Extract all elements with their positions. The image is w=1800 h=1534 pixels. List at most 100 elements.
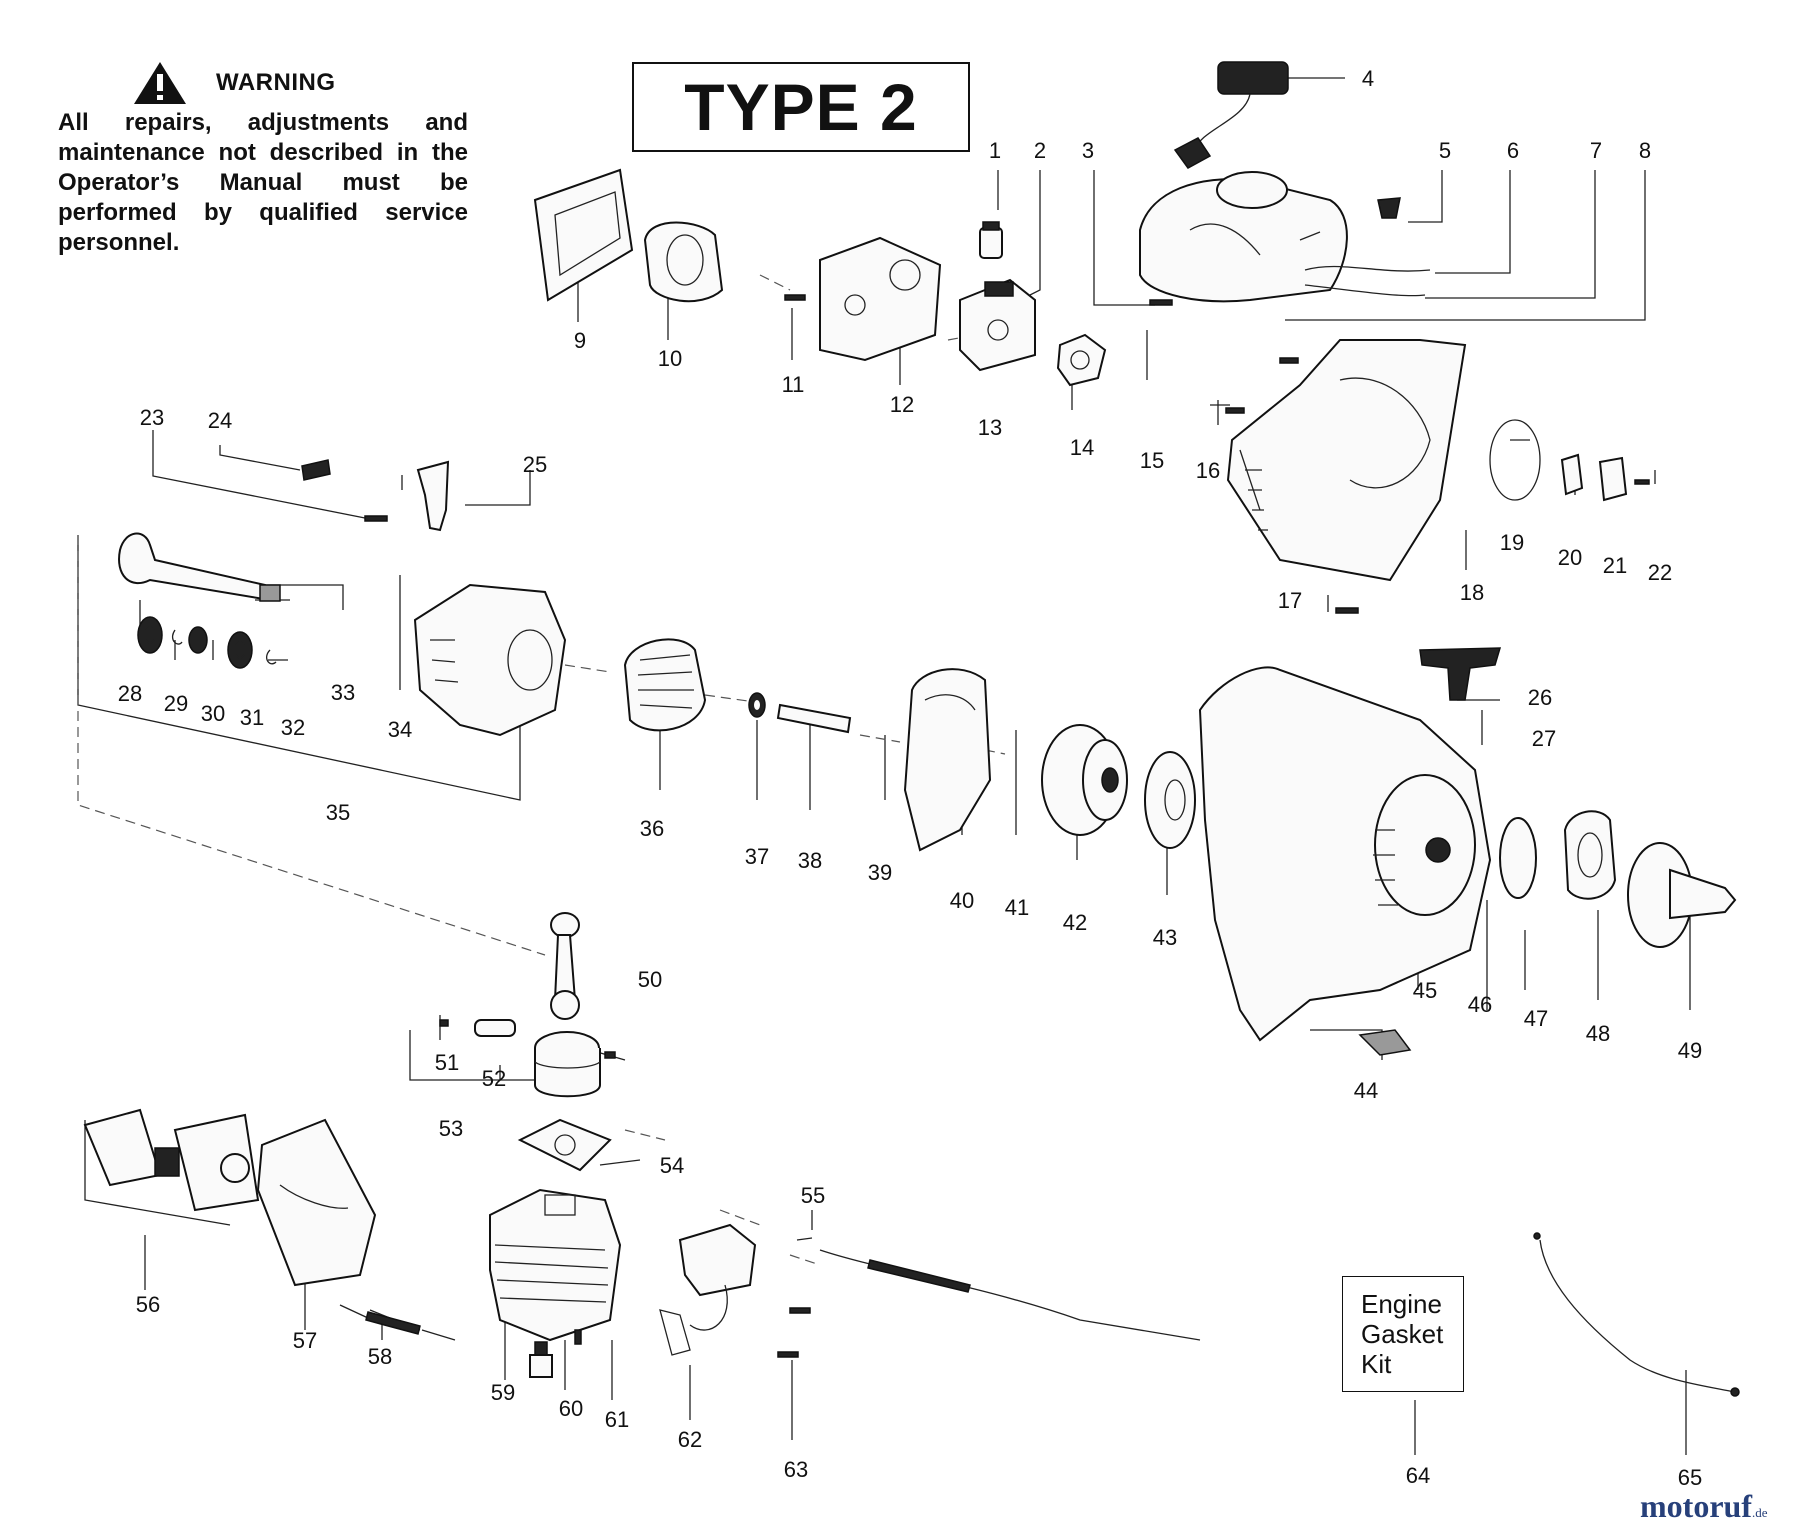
part-10-air-filter [643,221,724,303]
part-number-label: 24 [208,408,232,433]
part-44-cover-plate [1358,1029,1412,1056]
part-number-label: 38 [798,848,822,873]
part-43-spring-cover [1144,751,1196,849]
part-34-crankcase [413,583,567,737]
part-number-label: 16 [1196,458,1220,483]
part-number-label: 46 [1468,992,1492,1017]
part-number-label: 65 [1678,1465,1702,1490]
brand-watermark: motoruf.de [1640,1488,1768,1525]
part-number-label: 9 [574,328,586,353]
part-number-label: 36 [640,816,664,841]
part-number-label: 43 [1153,925,1177,950]
part-42-pulley [1041,724,1128,836]
part-number-label: 60 [559,1396,583,1421]
part-number-label: 55 [801,1183,825,1208]
warning-triangle-icon [134,62,186,104]
part-9-air-filter-cover [533,168,634,302]
part-number-label: 52 [482,1066,506,1091]
part-number-label: 47 [1524,1006,1548,1031]
part-number-label: 30 [201,701,225,726]
brand-name: motoruf [1640,1488,1752,1524]
part-65-throttle-cable [1533,1232,1740,1397]
part-46-starter-housing [1198,666,1492,1042]
part-number-label: 7 [1590,138,1602,163]
part-number-label: 14 [1070,435,1094,460]
part-number-label: 20 [1558,545,1582,570]
kit-label-line-2: Gasket [1361,1319,1444,1349]
part-number-label: 27 [1532,726,1556,751]
part-5-fuel-filter [1377,197,1401,219]
parts-51-52-piston [474,1019,601,1098]
part-number-label: 37 [745,844,769,869]
part-number-label: 15 [1140,448,1164,473]
part-number-label: 8 [1639,138,1651,163]
part-number-label: 17 [1278,588,1302,613]
part-1-primer [979,221,1003,259]
part-48-clutch [1563,810,1617,900]
part-number-label: 61 [605,1407,629,1432]
part-56-muffler [83,1108,260,1212]
part-number-label: 10 [658,346,682,371]
part-4-fuel-cap [1173,61,1289,169]
part-number-label: 4 [1362,66,1374,91]
part-12-filter-base [819,236,942,362]
part-number-label: 12 [890,392,914,417]
part-number-label: 63 [784,1457,808,1482]
warning-notice: WARNING All repairs, adjustments and mai… [58,60,468,258]
part-number-label: 49 [1678,1038,1702,1063]
part-15-fuel-tank [1139,171,1348,303]
part-number-label: 53 [439,1116,463,1141]
part-number-label: 25 [523,452,547,477]
part-number-label: 2 [1034,138,1046,163]
part-49-clutch-drum [1627,842,1737,948]
part-59-cylinder [489,1188,622,1342]
part-number-label: 22 [1648,560,1672,585]
part-number-label: 50 [638,967,662,992]
part-36-flywheel [623,638,707,732]
part-55-cable [796,1237,1201,1341]
small-bolts-bottom [439,1019,811,1358]
part-number-label: 39 [868,860,892,885]
part-6-7-fuel-lines [1304,265,1431,297]
part-38-pin [776,703,852,734]
part-number-label: 21 [1603,553,1627,578]
part-number-label: 32 [281,715,305,740]
part-26-starter-handle [1419,647,1502,701]
part-58-spring [339,1304,456,1341]
part-20-21-pads [1560,453,1628,502]
part-33-crankshaft [118,532,281,602]
part-number-label: 51 [435,1050,459,1075]
engine-gasket-kit-label: Engine Gasket Kit [1342,1276,1464,1392]
warning-title: WARNING [216,69,336,96]
part-number-label: 35 [326,800,350,825]
part-number-label: 5 [1439,138,1451,163]
type-label: TYPE 2 [632,62,970,152]
part-number-label: 64 [1406,1463,1430,1488]
part-number-label: 44 [1354,1078,1378,1103]
part-19-o-ring [1489,419,1541,501]
part-62-ignition-coil [659,1223,757,1356]
part-number-label: 26 [1528,685,1552,710]
part-14-gasket [1056,333,1107,387]
part-50-connecting-rod [550,912,580,1020]
part-number-label: 58 [368,1344,392,1369]
part-number-label: 54 [660,1153,684,1178]
part-number-label: 34 [388,717,412,742]
small-screws [364,294,1650,614]
part-number-label: 3 [1082,138,1094,163]
part-number-label: 18 [1460,580,1484,605]
part-number-label: 33 [331,680,355,705]
part-37-washer [748,692,766,718]
warning-header: WARNING [132,60,468,106]
part-number-label: 42 [1063,910,1087,935]
part-number-label: 45 [1413,978,1437,1003]
part-18-engine-housing [1226,339,1467,582]
warning-text: All repairs, adjustments and maintenance… [58,109,468,256]
part-54-gasket [517,1118,612,1172]
kit-label-line-1: Engine [1361,1289,1442,1319]
part-number-label: 29 [164,691,188,716]
part-24-25-bracket [301,459,450,532]
part-60-spark-plug [529,1341,553,1378]
part-number-label: 31 [240,705,264,730]
